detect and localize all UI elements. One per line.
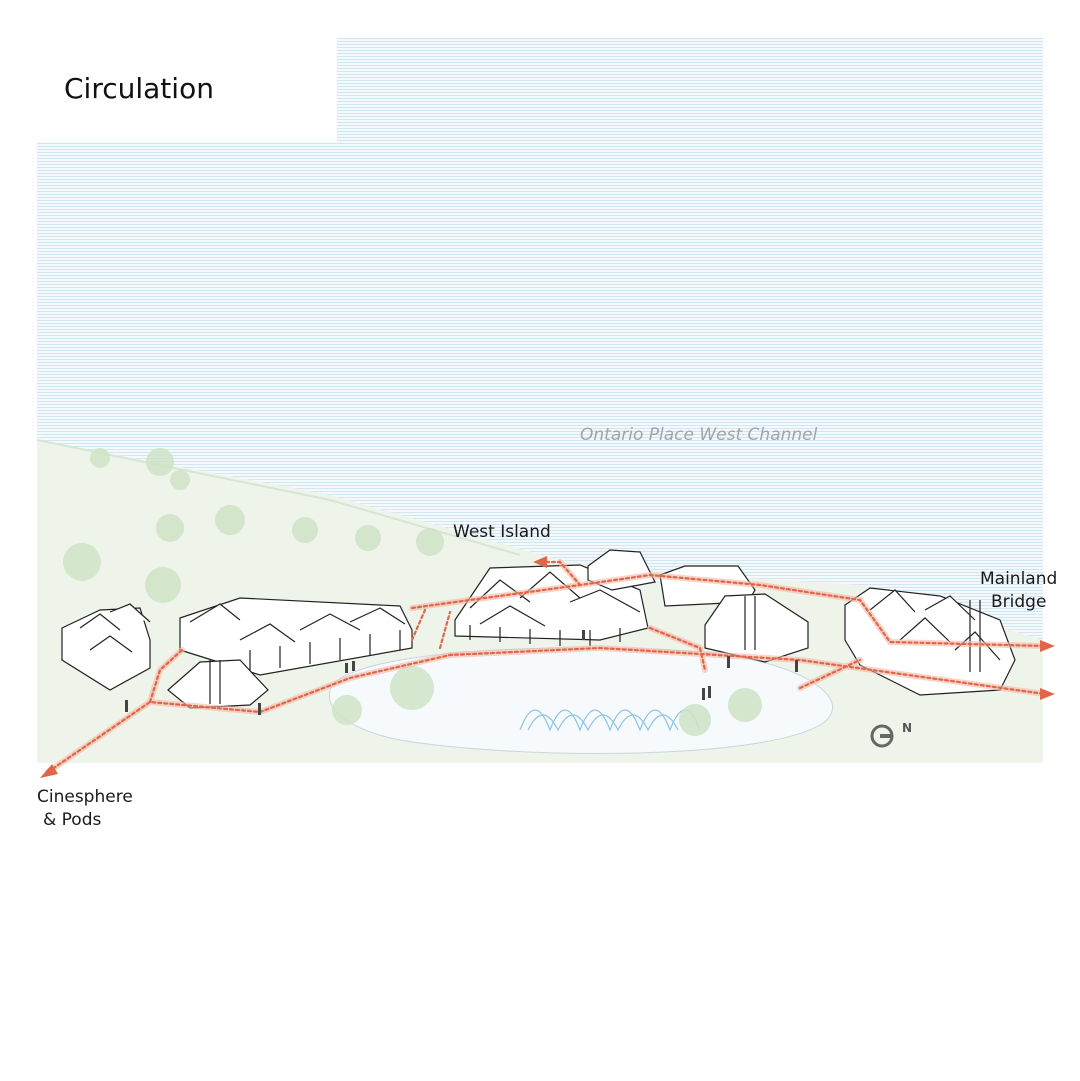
people-figures xyxy=(125,630,798,715)
cinesphere-label: Cinesphere & Pods xyxy=(37,786,133,832)
west-island-label: West Island xyxy=(453,522,551,542)
path-connector-west xyxy=(410,608,452,650)
arrow-mainland-lower xyxy=(1040,688,1055,700)
arrow-cinesphere xyxy=(40,764,58,778)
channel-label: Ontario Place West Channel xyxy=(580,425,818,445)
circulation-paths xyxy=(40,556,1055,778)
trees xyxy=(63,448,762,736)
arrow-west-island xyxy=(533,556,547,568)
north-label: N xyxy=(902,721,912,735)
path-cinesphere xyxy=(46,646,1047,774)
path-connector-east xyxy=(798,658,862,690)
building-east-central xyxy=(704,593,809,663)
mainland-label-line2: Bridge xyxy=(991,592,1047,612)
mainland-label-line1: Mainland xyxy=(980,569,1058,589)
shoreline-path xyxy=(36,439,521,556)
path-north-route xyxy=(410,573,1047,648)
cinesphere-label-line2: & Pods xyxy=(43,810,102,830)
page-title: Circulation xyxy=(64,72,214,105)
mainland-label: Mainland Bridge xyxy=(980,568,1057,614)
fountain xyxy=(519,709,701,732)
path-connector-central xyxy=(648,626,707,672)
cinesphere-label-line1: Cinesphere xyxy=(37,787,133,807)
path-west-loop xyxy=(148,648,184,704)
building-pod-west xyxy=(61,603,151,691)
title-box xyxy=(37,38,337,142)
north-arrow: N xyxy=(870,721,912,748)
arrow-mainland-upper xyxy=(1040,640,1055,652)
